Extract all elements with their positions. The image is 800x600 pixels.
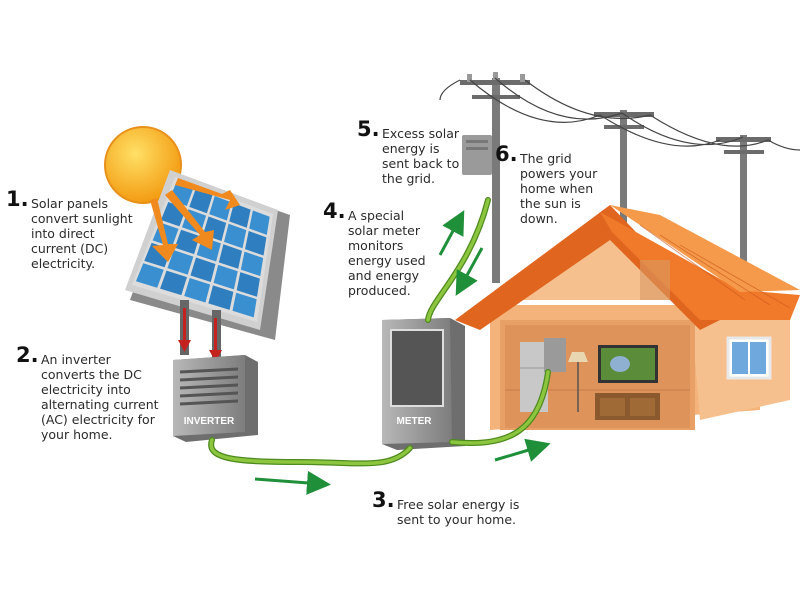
step-line: into direct — [31, 226, 95, 241]
power-grid — [439, 72, 800, 300]
step-line: solar meter — [348, 223, 421, 238]
electrical-panel-icon — [544, 338, 566, 372]
panel-cell — [240, 251, 264, 277]
step-line: alternating current — [41, 397, 159, 412]
step-number: 6. — [495, 142, 518, 166]
panel-cell — [184, 277, 211, 303]
step-line: (AC) electricity for — [41, 412, 155, 427]
step-line: convert sunlight — [31, 211, 133, 226]
sun-rays — [150, 178, 240, 262]
solar-panel — [125, 170, 290, 360]
step-line: powers your — [520, 166, 598, 181]
step-line: electricity. — [31, 256, 96, 271]
panel-cell — [213, 264, 238, 290]
meter-label: METER — [397, 416, 433, 427]
sun-icon — [104, 126, 182, 204]
panel-cell — [135, 263, 164, 288]
inverter-device: INVERTER — [173, 355, 258, 442]
panel-cell — [209, 196, 232, 221]
step-line: and energy — [348, 268, 420, 283]
dc-down-arrows — [178, 308, 222, 362]
panel-cell — [167, 250, 194, 275]
step-line: sent back to — [382, 156, 460, 171]
step-line: the grid. — [382, 171, 435, 186]
panel-cell — [224, 223, 247, 249]
flow-arrows — [254, 210, 551, 495]
meter-device: METER — [382, 318, 465, 450]
step-line: produced. — [348, 283, 411, 298]
house — [455, 205, 800, 430]
panel-cell — [236, 272, 260, 297]
step-number: 2. — [16, 343, 39, 367]
step-line: The grid — [520, 151, 572, 166]
step-line: monitors — [348, 238, 404, 253]
step-number: 4. — [323, 199, 346, 223]
panel-cell — [160, 270, 187, 296]
step-line: the sun is — [520, 196, 581, 211]
step-line: your home. — [41, 427, 113, 442]
tv-image-icon — [610, 356, 630, 372]
panel-cell — [229, 203, 251, 228]
step-number: 3. — [372, 488, 395, 512]
step-number: 5. — [357, 117, 380, 141]
panel-cell — [218, 244, 242, 269]
step-line: Solar panels — [31, 196, 109, 211]
step-line: converts the DC — [41, 367, 142, 382]
step-line: electricity into — [41, 382, 131, 397]
step-line: Excess solar — [382, 126, 460, 141]
panel-cell — [208, 285, 234, 310]
step-line: down. — [520, 211, 558, 226]
panel-cell — [245, 231, 267, 256]
panel-cell — [190, 257, 216, 283]
panel-cell — [189, 188, 213, 214]
panel-cell — [174, 229, 200, 255]
step-line: home when — [520, 181, 594, 196]
transformer — [462, 135, 492, 175]
step-line: energy used — [348, 253, 426, 268]
power-cables — [208, 197, 551, 467]
step-line: Free solar energy is — [397, 497, 520, 512]
step-line: sent to your home. — [397, 512, 517, 527]
step-line: current (DC) — [31, 241, 109, 256]
panel-cell — [249, 210, 270, 235]
step-line: A special — [348, 208, 405, 223]
step-line: energy is — [382, 141, 440, 156]
inverter-label: INVERTER — [184, 416, 235, 427]
panel-cell — [232, 292, 257, 318]
step-number: 1. — [6, 187, 29, 211]
step-line: An inverter — [41, 352, 111, 367]
